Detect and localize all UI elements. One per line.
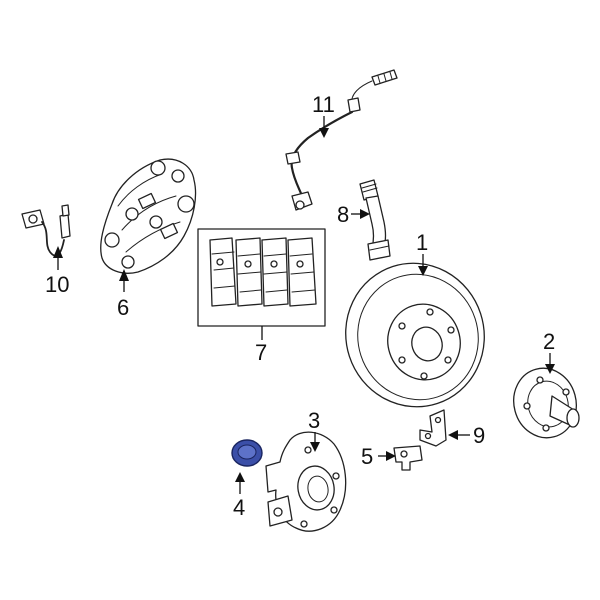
callout-8: 8 [337, 202, 349, 227]
callout-1: 1 [416, 230, 428, 255]
part-3-steering-knuckle[interactable] [265, 431, 347, 532]
part-2-wheel-hub[interactable] [506, 361, 584, 445]
part-1-brake-rotor[interactable] [327, 245, 503, 425]
callout-2: 2 [543, 329, 555, 354]
callout-5: 5 [361, 444, 373, 469]
callout-10: 10 [45, 272, 69, 297]
callout-4: 4 [233, 495, 245, 520]
part-8-brake-hose[interactable] [359, 179, 391, 261]
part-10-abs-sensor[interactable] [21, 204, 71, 257]
part-6-brake-caliper[interactable] [100, 158, 197, 274]
callout-11: 11 [312, 92, 335, 117]
callout-7: 7 [255, 340, 267, 365]
part-5-abs-speed-sensor[interactable] [393, 445, 423, 471]
leader-lines [53, 116, 555, 494]
part-11-wear-sensor-cable[interactable] [285, 69, 398, 211]
callout-6: 6 [117, 295, 129, 320]
part-7-brake-pads[interactable] [197, 228, 326, 327]
callout-9: 9 [473, 423, 485, 448]
callout-3: 3 [308, 408, 320, 433]
part-9-bracket[interactable] [419, 409, 447, 447]
part-4-seal[interactable] [231, 439, 263, 467]
callout-labels: 11 8 1 10 6 7 2 3 9 5 4 [45, 92, 555, 520]
